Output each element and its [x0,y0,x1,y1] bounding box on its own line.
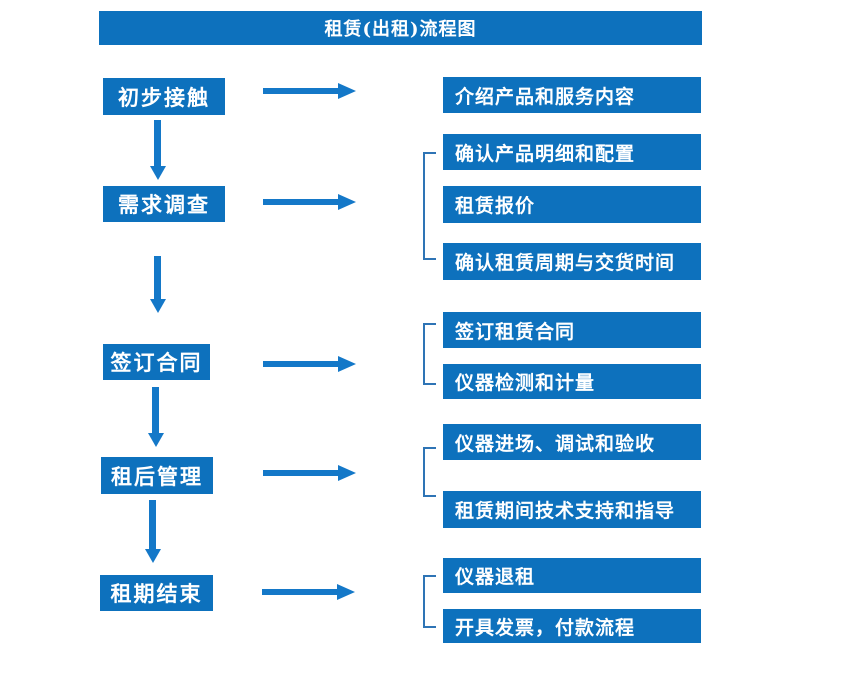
arrow-right-icon [262,584,355,600]
arrow-shaft [154,256,161,299]
output-box-confirm-product-details: 确认产品明细和配置 [443,134,701,170]
output-box-invoice-payment: 开具发票，付款流程 [443,609,701,643]
arrow-head [338,83,356,99]
arrow-head [338,356,356,372]
stage-box-rental-end: 租期结束 [100,575,213,611]
output-box-confirm-rental-period: 确认租赁周期与交货时间 [443,243,701,280]
arrow-right-icon [263,465,356,481]
stage-box-sign-contract: 签订合同 [103,344,210,380]
output-box-technical-support: 租赁期间技术支持和指导 [443,491,701,528]
output-box-sign-rental-contract: 签订租赁合同 [443,312,701,348]
output-box-instrument-inspection: 仪器检测和计量 [443,364,701,399]
arrow-shaft [263,88,338,94]
stage-box-initial-contact: 初步接触 [103,78,225,115]
stage-box-demand-survey: 需求调查 [103,186,225,222]
stage-box-post-rental-management: 租后管理 [101,457,213,494]
arrow-head [338,194,356,210]
output-box-instrument-setup-acceptance: 仪器进场、调试和验收 [443,424,701,460]
arrow-head [149,166,166,180]
arrow-right-icon [263,356,356,372]
arrow-shaft [154,120,161,166]
group-bracket [423,575,436,628]
arrow-down-icon [149,120,166,180]
group-bracket [423,447,436,497]
group-bracket [423,152,436,260]
arrow-right-icon [263,194,356,210]
arrow-head [337,584,355,600]
output-box-introduce-products: 介绍产品和服务内容 [443,77,701,113]
arrow-head [144,549,161,563]
arrow-shaft [263,470,338,476]
arrow-down-icon [147,387,164,447]
flowchart-title: 租赁(出租)流程图 [99,11,702,45]
output-box-instrument-return: 仪器退租 [443,558,701,593]
arrow-head [338,465,356,481]
arrow-shaft [262,589,337,595]
arrow-shaft [263,361,338,367]
arrow-head [147,433,164,447]
group-bracket [423,323,436,385]
arrow-down-icon [144,500,161,563]
arrow-down-icon [149,256,166,313]
arrow-head [149,299,166,313]
output-box-rental-quotation: 租赁报价 [443,186,701,223]
arrow-shaft [149,500,156,549]
arrow-shaft [152,387,159,433]
arrow-right-icon [263,83,356,99]
arrow-shaft [263,199,338,205]
